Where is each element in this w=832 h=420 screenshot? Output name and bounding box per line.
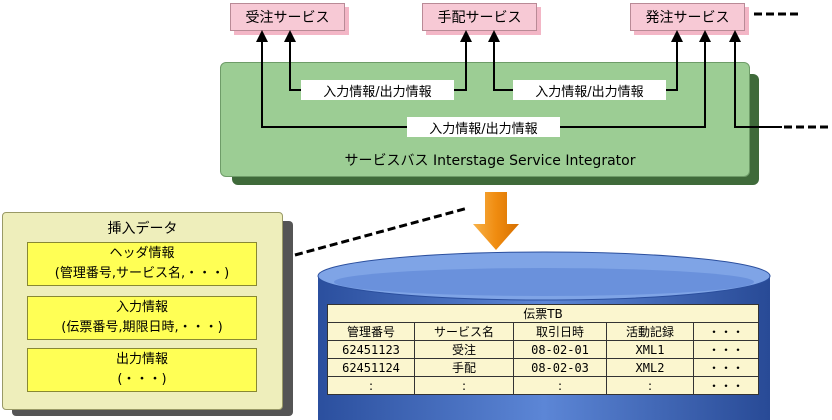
output-info-fields: (・・・) xyxy=(117,372,167,387)
service-box-tehai[interactable]: 手配サービス xyxy=(422,3,537,31)
table-cell: XML1 xyxy=(606,340,694,359)
bus-label: サービスバス Interstage Service Integrator xyxy=(290,150,690,170)
service-box-hatchu[interactable]: 発注サービス xyxy=(630,3,745,31)
col-header: 管理番号 xyxy=(327,322,415,341)
table-title: 伝票TB xyxy=(327,304,759,323)
input-info-title: 入力情報 xyxy=(115,300,168,315)
io-label-3: 入力情報/出力情報 xyxy=(407,117,560,137)
table-cell: : xyxy=(606,376,694,395)
slip-table-wrapper: 伝票TB 管理番号 サービス名 取引日時 活動記録 ・・・ 62451123 受… xyxy=(327,304,759,395)
arrowhead-2 xyxy=(284,30,296,42)
io-label-1-text: 入力情報/出力情報 xyxy=(323,84,432,100)
table-row: 62451124 手配 08-02-03 XML2 ・・・ xyxy=(327,358,759,377)
table-row: : : : : ・・・ xyxy=(327,376,759,395)
loop-right-extension xyxy=(734,40,782,128)
input-info-box: 入力情報 (伝票番号,期限日時,・・・) xyxy=(27,296,257,340)
table-cell: : xyxy=(327,376,415,395)
io-label-2-text: 入力情報/出力情報 xyxy=(535,84,644,100)
table-cell: ・・・ xyxy=(693,358,759,377)
arrowhead-7 xyxy=(729,30,741,42)
table-cell: XML2 xyxy=(606,358,694,377)
col-header: 活動記録 xyxy=(606,322,694,341)
service-label-juchu: 受注サービス xyxy=(245,10,330,26)
io-label-3-text: 入力情報/出力情報 xyxy=(429,121,538,137)
table-cell: : xyxy=(414,376,514,395)
service-box-juchu[interactable]: 受注サービス xyxy=(230,3,345,31)
table-title-row: 伝票TB xyxy=(327,304,759,323)
table-cell: 62451124 xyxy=(327,358,415,377)
arrowhead-6 xyxy=(699,30,711,42)
output-info-box: 出力情報 (・・・) xyxy=(27,348,257,392)
arrowhead-3 xyxy=(460,30,472,42)
service-label-hatchu: 発注サービス xyxy=(645,10,730,26)
arrowhead-4 xyxy=(488,30,500,42)
arrowhead-5 xyxy=(671,30,683,42)
table-cell: ・・・ xyxy=(693,376,759,395)
table-cell: 08-02-03 xyxy=(513,358,607,377)
io-label-2: 入力情報/出力情報 xyxy=(513,80,666,100)
col-header: サービス名 xyxy=(414,322,514,341)
dashed-panel-link xyxy=(294,206,469,257)
table-cell: 62451123 xyxy=(327,340,415,359)
table-cell: ・・・ xyxy=(693,340,759,359)
header-info-box: ヘッダ情報 (管理番号,サービス名,・・・) xyxy=(27,242,257,286)
slip-table: 伝票TB 管理番号 サービス名 取引日時 活動記録 ・・・ 62451123 受… xyxy=(327,304,759,395)
table-cell: 手配 xyxy=(414,358,514,377)
insert-panel-title: 挿入データ xyxy=(107,221,178,237)
table-row: 62451123 受注 08-02-01 XML1 ・・・ xyxy=(327,340,759,359)
output-info-title: 出力情報 xyxy=(115,352,168,367)
table-cell: 08-02-01 xyxy=(513,340,607,359)
down-arrow-icon xyxy=(473,192,519,250)
table-header-row: 管理番号 サービス名 取引日時 活動記録 ・・・ xyxy=(327,322,759,341)
arrowhead-1 xyxy=(256,30,268,42)
bus-label-text: サービスバス Interstage Service Integrator xyxy=(344,153,636,169)
table-cell: : xyxy=(513,376,607,395)
input-info-fields: (伝票番号,期限日時,・・・) xyxy=(61,320,223,335)
header-info-title: ヘッダ情報 xyxy=(109,246,175,261)
io-label-1: 入力情報/出力情報 xyxy=(301,80,454,100)
col-header: 取引日時 xyxy=(513,322,607,341)
header-info-fields: (管理番号,サービス名,・・・) xyxy=(54,266,230,281)
service-label-tehai: 手配サービス xyxy=(437,10,522,26)
col-header: ・・・ xyxy=(693,322,759,341)
table-cell: 受注 xyxy=(414,340,514,359)
